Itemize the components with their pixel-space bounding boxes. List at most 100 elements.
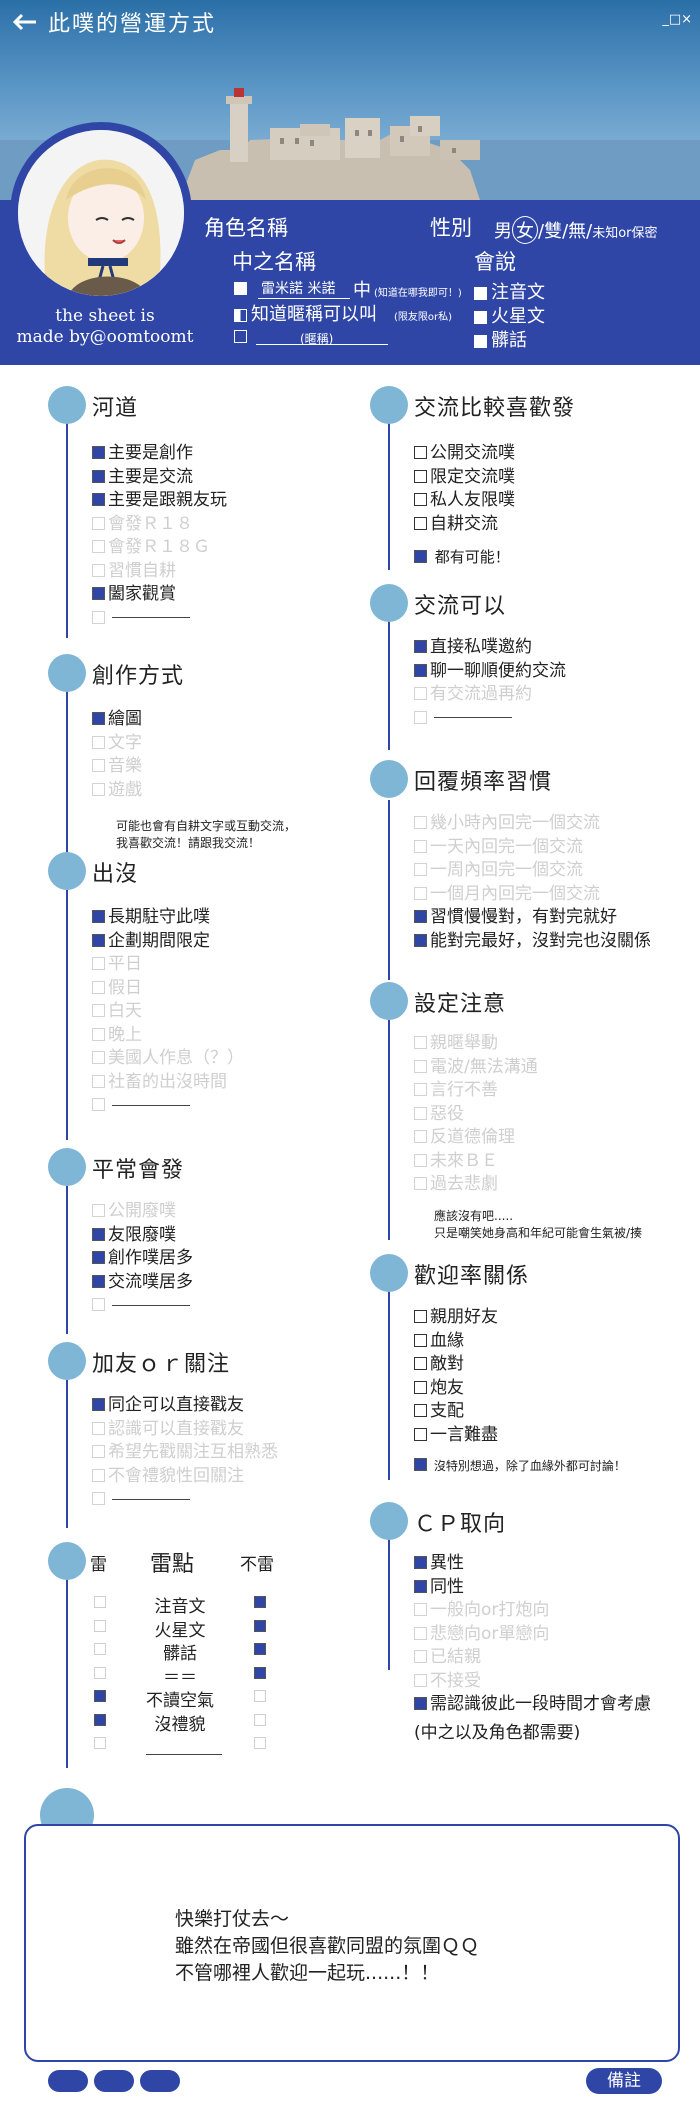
thunder-blank-checkbox[interactable] bbox=[254, 1737, 266, 1749]
cp-checkbox[interactable] bbox=[414, 1556, 427, 1569]
nickname-blank-checkbox[interactable] bbox=[234, 329, 247, 343]
caution-checkbox[interactable] bbox=[414, 1153, 427, 1167]
appear-blank-checkbox[interactable] bbox=[92, 1098, 105, 1111]
thunder-bulei-checkbox[interactable] bbox=[254, 1643, 266, 1655]
cp-checkbox[interactable] bbox=[414, 1579, 427, 1593]
hedao-checkbox[interactable] bbox=[92, 540, 105, 553]
caution-checkbox[interactable] bbox=[414, 1106, 427, 1120]
reply-item-label: 一周內回完一個交流 bbox=[430, 860, 583, 880]
hedao-checkbox[interactable] bbox=[92, 563, 105, 577]
canchat-blank-checkbox[interactable] bbox=[414, 710, 427, 724]
hedao-checkbox[interactable] bbox=[92, 469, 105, 483]
reply-checkbox[interactable] bbox=[414, 886, 427, 900]
prefer-checkbox[interactable] bbox=[414, 493, 427, 506]
cp-checkbox[interactable] bbox=[414, 1697, 427, 1710]
usual-blank-checkbox[interactable] bbox=[92, 1298, 105, 1311]
friend-checkbox[interactable] bbox=[92, 1421, 105, 1435]
thunder-bulei-checkbox[interactable] bbox=[254, 1690, 266, 1702]
nickname-checkbox[interactable] bbox=[234, 308, 247, 322]
hedao-checkbox[interactable] bbox=[92, 493, 105, 506]
friend-checkbox[interactable] bbox=[92, 1445, 105, 1458]
create-checkbox[interactable] bbox=[92, 735, 105, 749]
caution-checkbox[interactable] bbox=[414, 1083, 427, 1096]
hedao-blank-checkbox[interactable] bbox=[92, 610, 105, 624]
thunder-bulei-checkbox[interactable] bbox=[254, 1596, 266, 1608]
usual-checkbox[interactable] bbox=[92, 1227, 105, 1241]
caution-checkbox[interactable] bbox=[414, 1130, 427, 1143]
create-checkbox[interactable] bbox=[92, 712, 105, 725]
cp-checkbox[interactable] bbox=[414, 1626, 427, 1640]
prefer-checkbox[interactable] bbox=[414, 516, 427, 530]
pill-button-1[interactable] bbox=[48, 2070, 88, 2092]
welcome-checkbox[interactable] bbox=[414, 1404, 427, 1417]
reply-checkbox[interactable] bbox=[414, 816, 427, 829]
zh-name-checkbox[interactable] bbox=[234, 281, 247, 295]
create-checkbox[interactable] bbox=[92, 759, 105, 772]
caution-checkbox[interactable] bbox=[414, 1059, 427, 1073]
appear-checkbox[interactable] bbox=[92, 957, 105, 970]
appear-checkbox[interactable] bbox=[92, 1004, 105, 1017]
hedao-checkbox[interactable] bbox=[92, 446, 105, 459]
reply-checkbox[interactable] bbox=[414, 839, 427, 853]
caution-checkbox[interactable] bbox=[414, 1177, 427, 1190]
friend-checkbox[interactable] bbox=[92, 1398, 105, 1411]
usual-checkbox[interactable] bbox=[92, 1274, 105, 1288]
credit: the sheet is made by@oomtoomt bbox=[10, 306, 200, 348]
prefer-checkbox[interactable] bbox=[414, 446, 427, 459]
thunder-lei-checkbox[interactable] bbox=[94, 1713, 106, 1726]
canchat-checkbox[interactable] bbox=[414, 663, 427, 677]
thunder-lei-checkbox[interactable] bbox=[94, 1643, 106, 1655]
usual-checkbox[interactable] bbox=[92, 1204, 105, 1217]
welcome-note-checkbox[interactable] bbox=[414, 1458, 427, 1471]
appear-checkbox[interactable] bbox=[92, 1051, 105, 1064]
title-bar: 此噗的營運方式 _□× bbox=[0, 0, 700, 44]
friend-blank-checkbox[interactable] bbox=[92, 1492, 105, 1505]
thunder-bulei-checkbox[interactable] bbox=[254, 1713, 266, 1726]
welcome-checkbox[interactable] bbox=[414, 1310, 427, 1323]
prefer-checkbox[interactable] bbox=[414, 469, 427, 483]
caution-checkbox[interactable] bbox=[414, 1036, 427, 1049]
canchat-checkbox[interactable] bbox=[414, 687, 427, 700]
appear-checkbox[interactable] bbox=[92, 1074, 105, 1088]
reply-checkbox[interactable] bbox=[414, 910, 427, 923]
window-controls[interactable]: _□× bbox=[662, 12, 692, 27]
remark-button[interactable]: 備註 bbox=[586, 2068, 662, 2094]
create-checkbox[interactable] bbox=[92, 782, 105, 796]
thunder-bulei-checkbox[interactable] bbox=[254, 1666, 266, 1679]
section-title-caution: 設定注意 bbox=[414, 992, 507, 1017]
reply-checkbox[interactable] bbox=[414, 933, 427, 947]
speaks-checkbox-2[interactable] bbox=[474, 334, 487, 348]
welcome-checkbox[interactable] bbox=[414, 1333, 427, 1347]
thunder-lei-checkbox[interactable] bbox=[94, 1690, 106, 1702]
welcome-checkbox[interactable] bbox=[414, 1380, 427, 1394]
reply-checkbox[interactable] bbox=[414, 863, 427, 876]
thunder-lei-checkbox[interactable] bbox=[94, 1619, 106, 1632]
thunder-bulei-checkbox[interactable] bbox=[254, 1619, 266, 1632]
thunder-blank-checkbox[interactable] bbox=[94, 1737, 106, 1749]
pill-button-2[interactable] bbox=[94, 2070, 134, 2092]
cp-checkbox[interactable] bbox=[414, 1673, 427, 1687]
friend-checkbox[interactable] bbox=[92, 1468, 105, 1482]
pill-button-3[interactable] bbox=[140, 2070, 180, 2092]
canchat-blank-item bbox=[414, 707, 512, 729]
cp-checkbox[interactable] bbox=[414, 1603, 427, 1616]
appear-checkbox[interactable] bbox=[92, 933, 105, 947]
thunder-lei-checkbox[interactable] bbox=[94, 1666, 106, 1679]
thunder-lei-checkbox[interactable] bbox=[94, 1596, 106, 1608]
speaks-checkbox-1[interactable] bbox=[474, 310, 487, 324]
back-arrow-icon[interactable] bbox=[10, 10, 40, 34]
appear-checkbox[interactable] bbox=[92, 1027, 105, 1041]
welcome-checkbox[interactable] bbox=[414, 1357, 427, 1370]
welcome-checkbox[interactable] bbox=[414, 1427, 427, 1441]
usual-checkbox[interactable] bbox=[92, 1251, 105, 1264]
nickname-note: (限友限or私) bbox=[394, 312, 453, 323]
hedao-checkbox[interactable] bbox=[92, 587, 105, 600]
cp-checkbox[interactable] bbox=[414, 1650, 427, 1663]
speaks-checkbox-0[interactable] bbox=[474, 286, 487, 300]
appear-checkbox[interactable] bbox=[92, 980, 105, 994]
canchat-checkbox[interactable] bbox=[414, 640, 427, 653]
hedao-checkbox[interactable] bbox=[92, 516, 105, 530]
prefer-note-checkbox[interactable] bbox=[414, 550, 427, 563]
usual-item-label: 友限廢噗 bbox=[108, 1224, 176, 1245]
appear-checkbox[interactable] bbox=[92, 910, 105, 923]
